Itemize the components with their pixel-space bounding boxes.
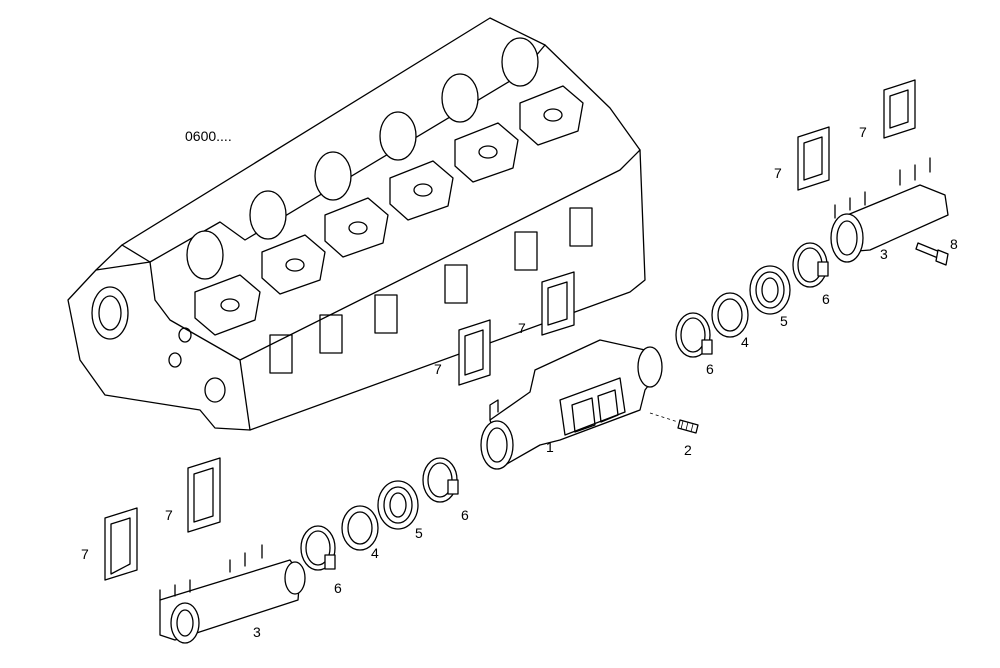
callout-6-upper-right: 6 xyxy=(822,291,830,307)
exhaust-pipe-left xyxy=(159,544,306,644)
gasket-lower-left-2 xyxy=(104,507,138,581)
exhaust-pipe-right xyxy=(830,157,949,263)
callout-7-f: 7 xyxy=(81,546,89,562)
clamp-upper-2 xyxy=(792,242,829,288)
callout-1: 1 xyxy=(546,439,554,455)
ring-lower-4 xyxy=(341,505,379,551)
clamp-upper-1 xyxy=(675,312,713,358)
callout-7-e: 7 xyxy=(165,507,173,523)
gasket-middle-2 xyxy=(458,319,491,386)
callout-8: 8 xyxy=(950,236,958,252)
reference-number: 0600.... xyxy=(185,128,232,144)
stud xyxy=(649,412,699,434)
exhaust-manifold-center xyxy=(480,339,663,470)
callout-7-c: 7 xyxy=(518,320,526,336)
callout-4-lower: 4 xyxy=(371,545,379,561)
clamp-lower-1 xyxy=(300,525,336,571)
callout-6-lower-right: 6 xyxy=(461,507,469,523)
callout-2: 2 xyxy=(684,442,692,458)
bellows-upper-5 xyxy=(749,265,791,315)
callout-6-upper-left: 6 xyxy=(706,361,714,377)
callout-7-a: 7 xyxy=(859,124,867,140)
gasket-middle-1 xyxy=(541,271,575,336)
cylinder-head xyxy=(67,17,646,431)
ring-upper-4 xyxy=(711,292,749,338)
callout-3-right: 3 xyxy=(880,246,888,262)
clamp-lower-2 xyxy=(422,457,459,503)
callout-3-left: 3 xyxy=(253,624,261,640)
callout-7-d: 7 xyxy=(434,361,442,377)
gasket-lower-left-1 xyxy=(187,457,221,533)
callout-6-lower-left: 6 xyxy=(334,580,342,596)
callout-7-b: 7 xyxy=(774,165,782,181)
bellows-lower-5 xyxy=(377,480,419,530)
callout-5-upper: 5 xyxy=(780,313,788,329)
bolt xyxy=(915,242,949,266)
callout-4-upper: 4 xyxy=(741,334,749,350)
callout-5-lower: 5 xyxy=(415,525,423,541)
gasket-upper-right-1 xyxy=(883,79,916,139)
gasket-upper-right-2 xyxy=(797,126,830,191)
